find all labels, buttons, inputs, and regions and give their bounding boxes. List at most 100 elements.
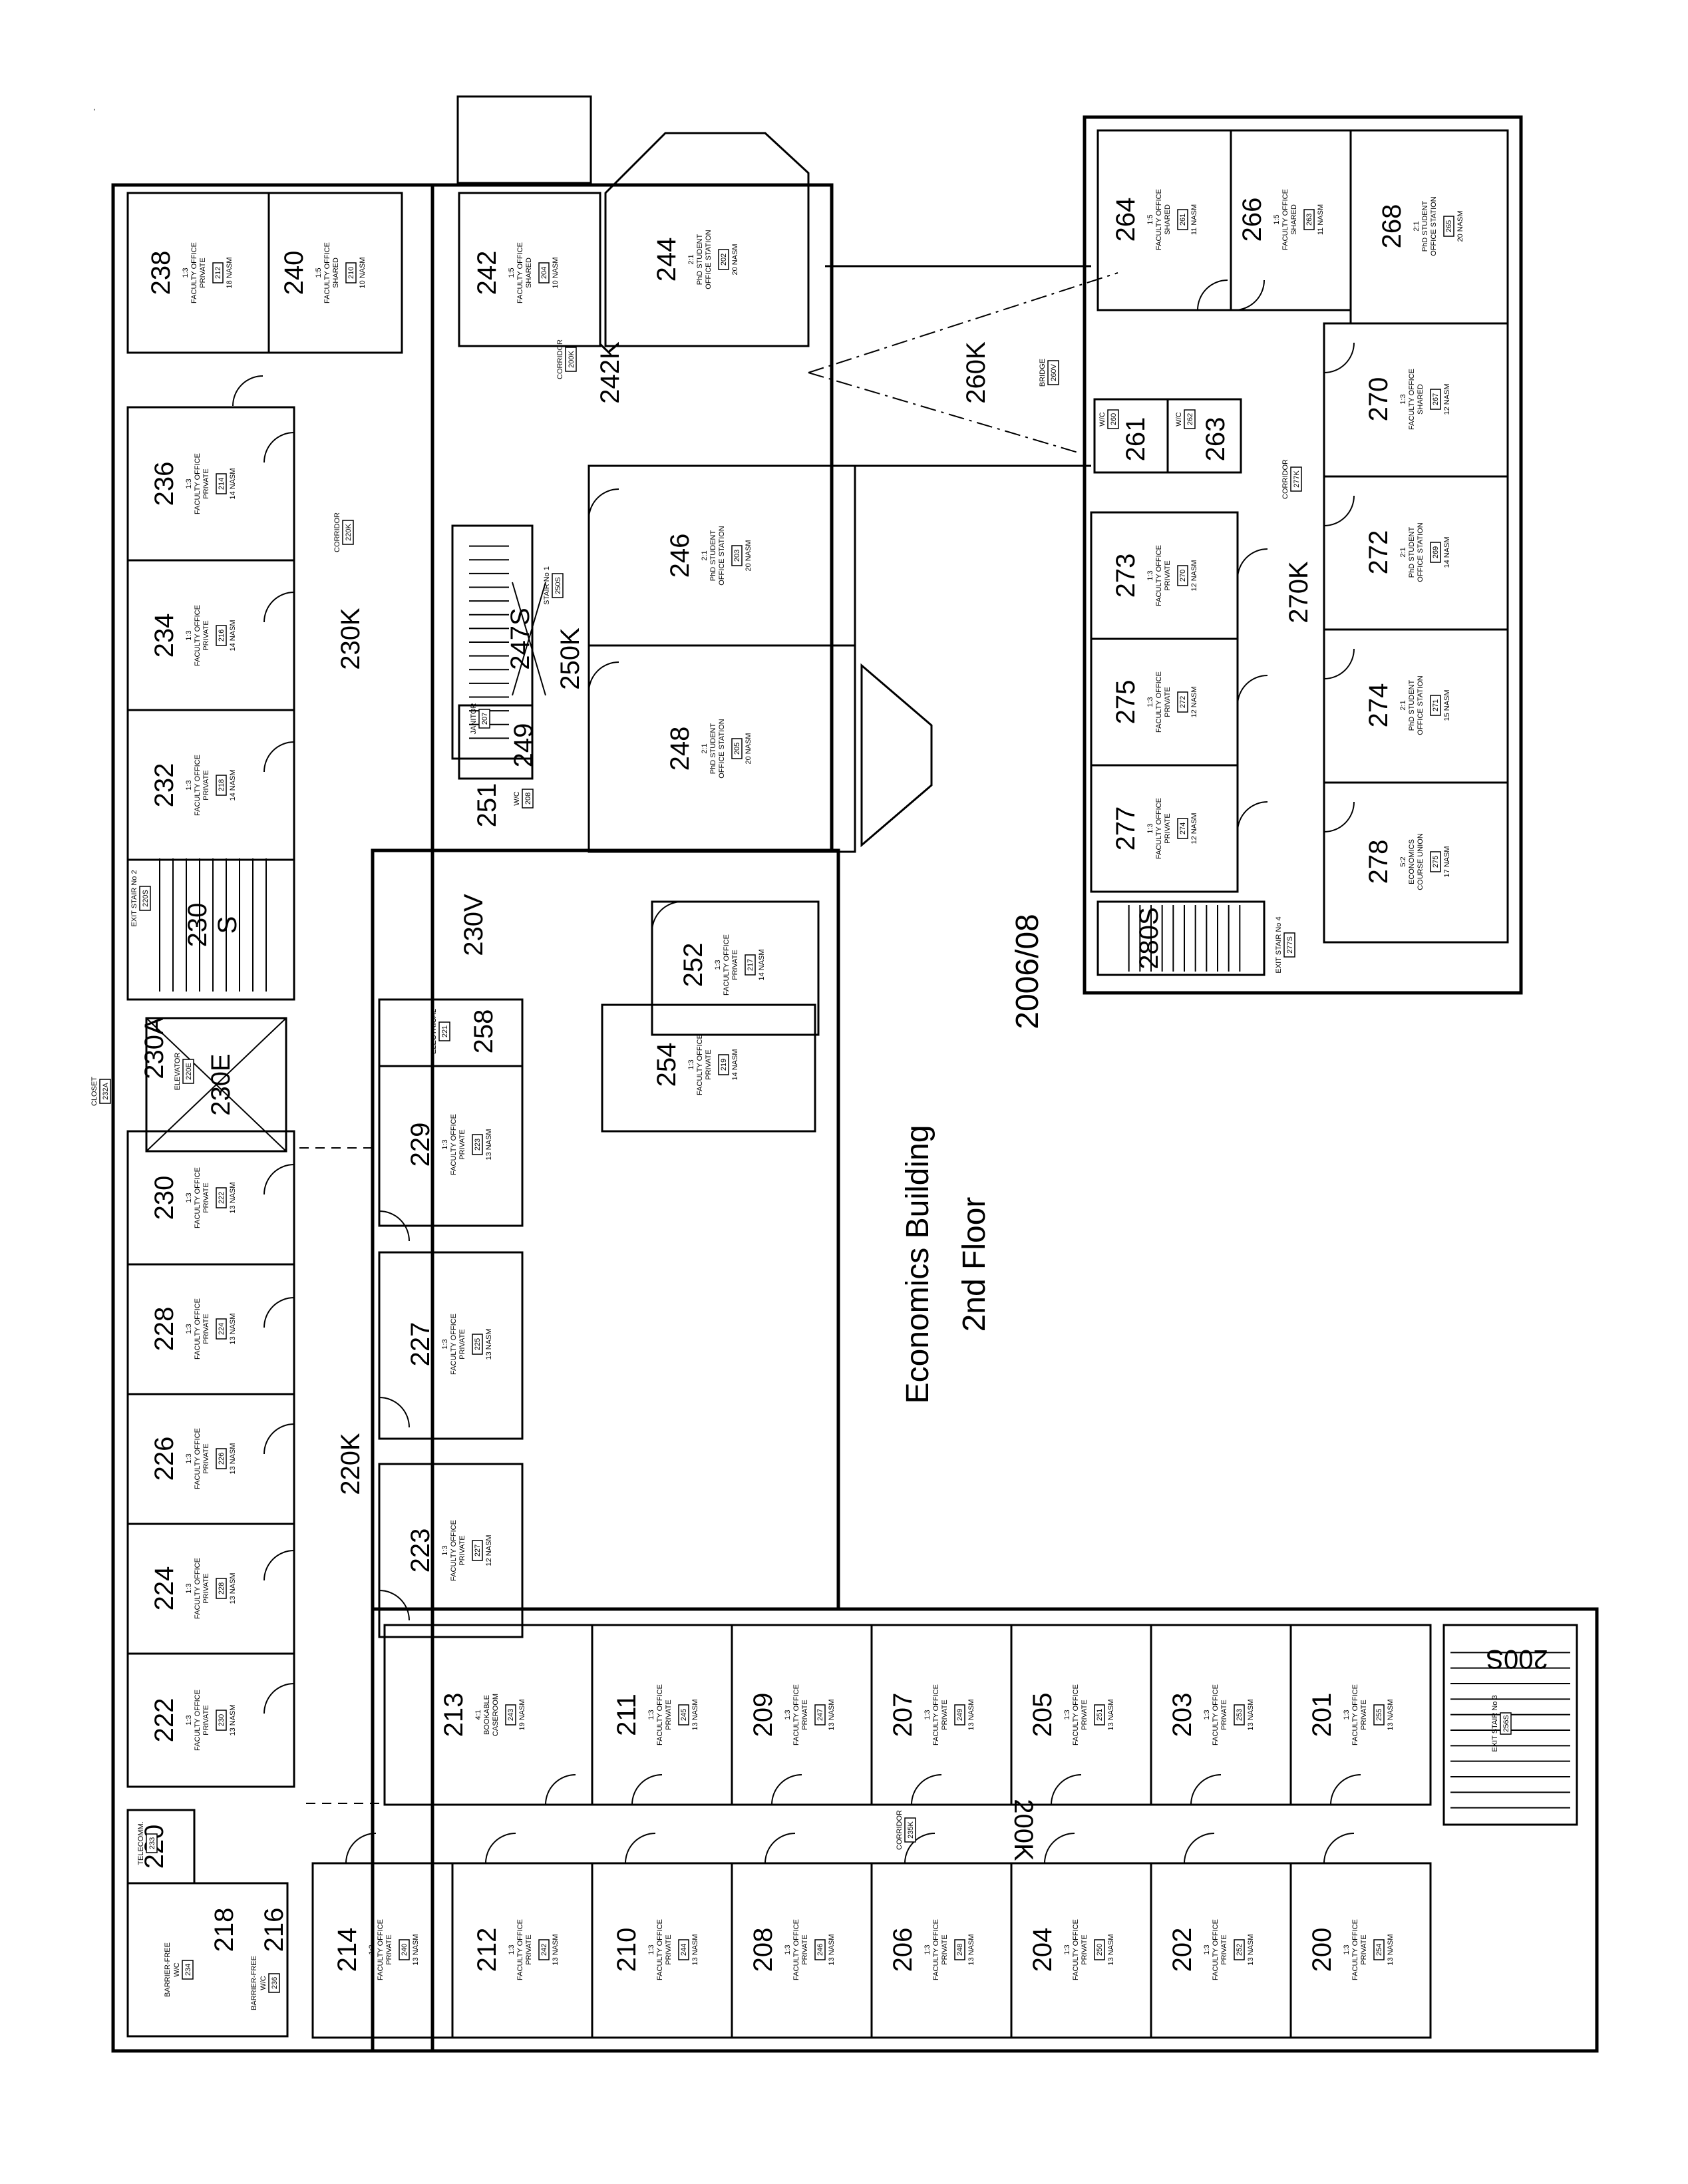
room-area: 13 NASM	[1387, 1934, 1395, 1965]
room-area: 14 NASM	[731, 1049, 739, 1080]
room-code: 245	[680, 1709, 688, 1721]
south-wing-rooms	[311, 1624, 1578, 2039]
west-wing-rooms	[126, 192, 524, 2038]
room-description: PRIVATE	[665, 1934, 673, 1964]
room-area: 13 NASM	[967, 1934, 975, 1965]
room-description: 1:3	[924, 1710, 931, 1720]
svg-text:W/C: W/C	[1175, 412, 1183, 426]
doors	[232, 279, 1361, 1864]
title-date: 2006/08	[1010, 914, 1045, 1029]
room-description: 1:3	[182, 268, 190, 277]
room-description: COURSE UNION	[1417, 833, 1425, 890]
room-code-box	[745, 954, 756, 976]
room-description: 1:3	[784, 1710, 792, 1720]
bridge	[299, 265, 1118, 1804]
tag-stair-4: EXIT STAIR No 4 277S	[1275, 916, 1295, 974]
room-code-box	[814, 1939, 826, 1960]
wc-262: W/C 262	[1175, 409, 1196, 429]
room-code: 203	[733, 550, 741, 562]
room-description: 2:1	[1399, 547, 1407, 557]
svg-text:208: 208	[524, 793, 532, 805]
room-number: 212	[472, 1928, 502, 1972]
svg-text:260: 260	[1110, 413, 1118, 425]
room-number: 222	[150, 1698, 179, 1743]
room-area: 13 NASM	[229, 1443, 237, 1474]
room-number: 214	[333, 1928, 362, 1972]
room-area: 13 NASM	[229, 1182, 237, 1213]
room-code: 247	[816, 1709, 824, 1721]
room-description: FACULTY OFFICE	[450, 1314, 458, 1375]
room-code: 224	[218, 1323, 226, 1335]
corridor-230K: 230K	[336, 608, 365, 670]
room-code: 265	[1445, 220, 1453, 232]
room-area: 13 NASM	[1107, 1699, 1115, 1730]
title-line-2: 2nd Floor	[957, 1197, 992, 1332]
room-number: 254	[652, 1043, 681, 1087]
room-description: FACULTY OFFICE	[450, 1114, 458, 1175]
room-230E: 230E	[206, 1053, 236, 1115]
room-area: 13 NASM	[229, 1313, 237, 1344]
room-description: 2:1	[1413, 221, 1421, 231]
room-area: 13 NASM	[828, 1699, 836, 1730]
room-description: 1:3	[185, 1583, 193, 1593]
svg-text:236: 236	[271, 1977, 279, 1989]
room-area: 17 NASM	[1443, 846, 1451, 877]
room-code-box	[472, 1134, 483, 1155]
room-code-box	[216, 1710, 227, 1731]
svg-text:BARRIER-FREE: BARRIER-FREE	[250, 1956, 258, 2010]
room-description: FACULTY OFFICE	[516, 242, 524, 303]
svg-text:200K: 200K	[568, 350, 576, 367]
stair-treads	[159, 545, 1570, 1809]
room-code: 218	[218, 779, 226, 791]
room-description: PRIVATE	[1360, 1700, 1368, 1729]
room-description: FACULTY OFFICE	[1155, 545, 1163, 606]
room-code: 243	[507, 1709, 515, 1721]
room-230A: 230A	[140, 1017, 169, 1079]
room-code-box	[216, 625, 227, 646]
svg-text:W/C: W/C	[1098, 412, 1106, 426]
room-description: FACULTY OFFICE	[194, 1167, 202, 1228]
room-description: FACULTY OFFICE	[696, 1034, 704, 1095]
room-number: 244	[652, 238, 681, 282]
room-number: 208	[749, 1928, 778, 1972]
room-code: 214	[218, 478, 226, 490]
room-code-box	[216, 1318, 227, 1340]
room-code-box	[472, 1540, 483, 1561]
room-description: OFFICE STATION	[1430, 196, 1438, 256]
room-area: 10 NASM	[552, 257, 560, 288]
svg-text:232A: 232A	[102, 1082, 110, 1099]
corridor-220K: 220K	[336, 1433, 365, 1495]
svg-text:W/C: W/C	[173, 1962, 181, 1976]
room-description: FACULTY OFFICE	[792, 1919, 800, 1980]
room-description: ECONOMICS	[1408, 839, 1416, 884]
room-number: 228	[150, 1307, 179, 1352]
svg-text:277S: 277S	[1286, 936, 1294, 954]
room-description: OFFICE STATION	[1417, 675, 1425, 735]
tag-stair-2: EXIT STAIR No 2 220S	[130, 870, 151, 927]
room-code: 254	[1375, 1944, 1383, 1956]
room-description: OFFICE STATION	[718, 719, 726, 778]
telecomm-room: TELECOMM. 233	[137, 1821, 158, 1865]
svg-text:TELECOMM.: TELECOMM.	[137, 1821, 145, 1865]
room-description: 1:3	[185, 630, 193, 640]
room-description: 1:5	[1273, 214, 1281, 224]
room-description: FACULTY OFFICE	[450, 1520, 458, 1581]
room-area: 12 NASM	[1443, 383, 1451, 415]
room-code-box	[216, 775, 227, 796]
room-description: 1:3	[441, 1545, 449, 1555]
svg-text:CORRIDOR: CORRIDOR	[1281, 459, 1289, 499]
room-code-box	[718, 1054, 729, 1075]
